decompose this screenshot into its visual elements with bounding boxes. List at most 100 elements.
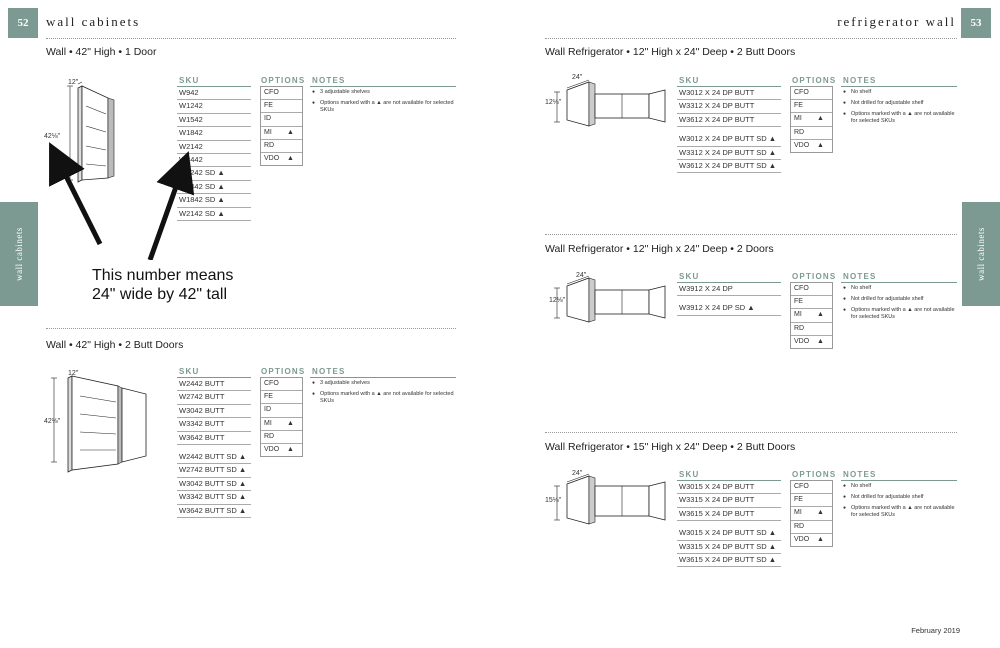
- height-dimension: 42⅛": [44, 133, 61, 140]
- side-tab-right[interactable]: wall cabinets: [962, 202, 1000, 306]
- sku-item[interactable]: W3612 X 24 DP BUTT: [677, 114, 781, 128]
- header-rule: [177, 86, 251, 87]
- chapter-title-left: wall cabinets: [46, 14, 141, 29]
- notes-header: NOTES: [312, 367, 346, 376]
- option-item: VDO▲: [794, 337, 824, 345]
- sku-item-sd[interactable]: W2442 SD ▲: [177, 181, 251, 195]
- note-item: No shelf: [843, 89, 955, 96]
- sku-item-sd[interactable]: W3012 X 24 DP BUTT SD ▲: [677, 133, 781, 147]
- notes-header: NOTES: [843, 272, 877, 281]
- options-header: OPTIONS: [261, 76, 306, 85]
- sku-item[interactable]: W2442 BUTT: [177, 378, 251, 392]
- sku-header: SKU: [679, 76, 700, 85]
- note-item: 3 adjustable shelves: [312, 89, 454, 96]
- sku-item[interactable]: W2742 BUTT: [177, 391, 251, 405]
- sku-item-sd[interactable]: W3315 X 24 DP BUTT SD ▲: [677, 541, 781, 554]
- option-item: FE: [791, 494, 832, 508]
- sku-item-sd[interactable]: W2742 BUTT SD ▲: [177, 464, 251, 478]
- header-rule: [841, 480, 957, 481]
- option-item: MI▲: [791, 309, 832, 323]
- option-item: RD: [791, 323, 832, 336]
- sku-item[interactable]: W3615 X 24 DP BUTT: [677, 508, 781, 522]
- notes-list: 3 adjustable shelves Options marked with…: [312, 89, 454, 118]
- sku-item[interactable]: W1842: [177, 127, 251, 141]
- sku-item[interactable]: W3042 BUTT: [177, 405, 251, 419]
- sku-item[interactable]: W3912 X 24 DP: [677, 283, 781, 297]
- sku-item[interactable]: W3642 BUTT: [177, 432, 251, 445]
- sku-item[interactable]: W942: [177, 87, 251, 101]
- section-title: Wall • 42" High • 2 Butt Doors: [46, 339, 184, 351]
- sku-item-sd[interactable]: W1842 SD ▲: [177, 194, 251, 208]
- fridge-cabinet-illustration: [554, 275, 666, 323]
- sku-item[interactable]: W3015 X 24 DP BUTT: [677, 481, 781, 495]
- note-item: 3 adjustable shelves: [312, 380, 454, 387]
- width-dimension: 12": [68, 79, 79, 86]
- option-item: CFO: [791, 283, 832, 297]
- sku-list: W2442 BUTT W2742 BUTT W3042 BUTT W3342 B…: [177, 378, 251, 518]
- height-dimension: 12⅛": [549, 297, 566, 304]
- arrow-icon: [49, 142, 103, 246]
- notes-list: No shelf Not drilled for adjustable shel…: [843, 89, 955, 129]
- option-item: ID: [261, 113, 302, 127]
- options-header: OPTIONS: [261, 367, 306, 376]
- sku-item-sd[interactable]: W3912 X 24 DP SD ▲: [677, 302, 781, 316]
- sku-item[interactable]: W3342 BUTT: [177, 418, 251, 432]
- sku-header: SKU: [179, 367, 200, 376]
- sku-item[interactable]: W3012 X 24 DP BUTT: [677, 87, 781, 101]
- note-item: Options marked with a ▲ are not availabl…: [843, 307, 955, 321]
- section-title: Wall Refrigerator • 15" High x 24" Deep …: [545, 441, 796, 453]
- height-dimension: 12⅛": [545, 99, 562, 106]
- section-divider: [545, 432, 957, 433]
- options-box: CFO FE MI▲ RD VDO▲: [790, 282, 833, 349]
- sku-item[interactable]: W1242: [177, 100, 251, 114]
- annotation-line: This number means: [92, 267, 234, 284]
- sku-item-sd[interactable]: W3015 X 24 DP BUTT SD ▲: [677, 527, 781, 541]
- option-item: FE: [261, 100, 302, 114]
- sku-list: W942 W1242 W1542 W1842 W2142 W2442 W2242…: [177, 87, 251, 221]
- header-rule: [677, 480, 781, 481]
- option-item: RD: [261, 140, 302, 153]
- option-item: FE: [261, 391, 302, 405]
- side-tab-left[interactable]: wall cabinets: [0, 202, 38, 306]
- height-dimension: 42⅛": [44, 418, 61, 425]
- sku-item[interactable]: W3312 X 24 DP BUTT: [677, 100, 781, 114]
- sku-item-sd[interactable]: W3612 X 24 DP BUTT SD ▲: [677, 160, 781, 174]
- cabinet-2-door-illustration: [51, 375, 147, 473]
- sku-item-sd[interactable]: W3042 BUTT SD ▲: [177, 478, 251, 492]
- annotation-arrows: [49, 142, 195, 260]
- depth-dimension: 24": [576, 272, 587, 279]
- sku-item[interactable]: W3315 X 24 DP BUTT: [677, 494, 781, 508]
- sku-item-sd[interactable]: W3342 BUTT SD ▲: [177, 491, 251, 505]
- option-item: FE: [791, 100, 832, 114]
- option-item: MI▲: [261, 418, 302, 431]
- option-item: VDO▲: [794, 535, 824, 543]
- sku-item-sd[interactable]: W3615 X 24 DP BUTT SD ▲: [677, 554, 781, 568]
- sku-list: W3912 X 24 DP W3912 X 24 DP SD ▲: [677, 283, 781, 316]
- annotation-text: This number means 24" wide by 42" tall: [92, 266, 233, 304]
- option-item: VDO▲: [264, 445, 294, 453]
- sku-item-sd[interactable]: W3312 X 24 DP BUTT SD ▲: [677, 147, 781, 160]
- sku-item[interactable]: W1542: [177, 114, 251, 128]
- option-item: VDO▲: [794, 141, 824, 149]
- header-rule: [177, 377, 251, 378]
- sku-item-sd[interactable]: W2242 SD ▲: [177, 167, 251, 181]
- notes-header: NOTES: [312, 76, 346, 85]
- arrow-icon: [147, 151, 195, 260]
- option-item: MI▲: [791, 113, 832, 127]
- sku-item-sd[interactable]: W2142 SD ▲: [177, 208, 251, 221]
- sku-list: W3012 X 24 DP BUTT W3312 X 24 DP BUTT W3…: [677, 87, 781, 174]
- page-number-right: 53: [961, 8, 991, 38]
- header-rule: [677, 86, 781, 87]
- sku-item-sd[interactable]: W3642 BUTT SD ▲: [177, 505, 251, 518]
- sku-item[interactable]: W2142: [177, 141, 251, 154]
- notes-header: NOTES: [843, 470, 877, 479]
- option-item: CFO: [791, 87, 832, 101]
- section-divider: [46, 328, 456, 329]
- depth-dimension: 24": [572, 470, 583, 477]
- option-item: RD: [791, 521, 832, 534]
- options-box: CFO FE ID MI▲ RD VDO▲: [260, 86, 303, 167]
- height-dimension: 15⅛": [545, 497, 562, 504]
- sku-item-sd[interactable]: W2442 BUTT SD ▲: [177, 451, 251, 465]
- note-item: Options marked with a ▲ are not availabl…: [312, 391, 454, 405]
- note-item: Not drilled for adjustable shelf: [843, 296, 955, 303]
